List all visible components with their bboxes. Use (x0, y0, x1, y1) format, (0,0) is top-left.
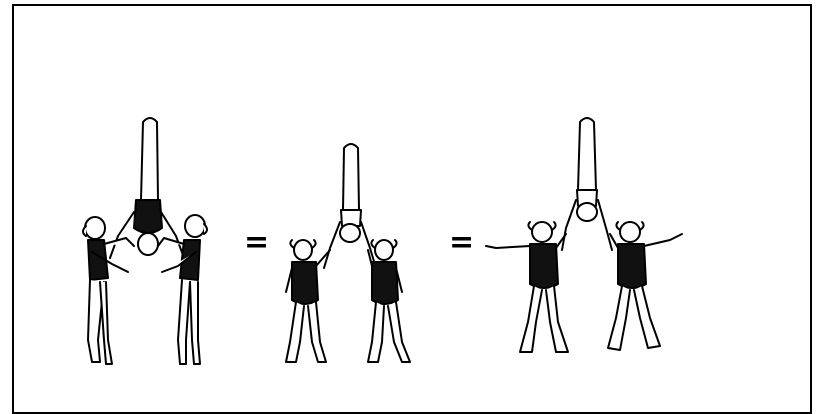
equals-symbol-2: = (449, 225, 474, 260)
panel-3-bases-arms-extended (485, 117, 683, 353)
panel-2-left-base (285, 239, 331, 363)
panel-1-right-spotter (157, 214, 208, 365)
acrobatic-pyramid-diagram: = = (82, 117, 683, 365)
panel-1-flyer (109, 117, 185, 259)
equals-symbol-1: = (244, 225, 269, 260)
panel-2-right-base (367, 239, 411, 363)
panel-3-right-base (607, 221, 683, 351)
panel-2-flyer (323, 143, 377, 269)
panel-3-left-base (485, 221, 569, 353)
panel-3-flyer (561, 117, 613, 251)
panel-1-left-spotter (82, 216, 135, 365)
panel-1-spotters-handstand (82, 117, 208, 365)
panel-2-bases-handstand (285, 143, 411, 363)
